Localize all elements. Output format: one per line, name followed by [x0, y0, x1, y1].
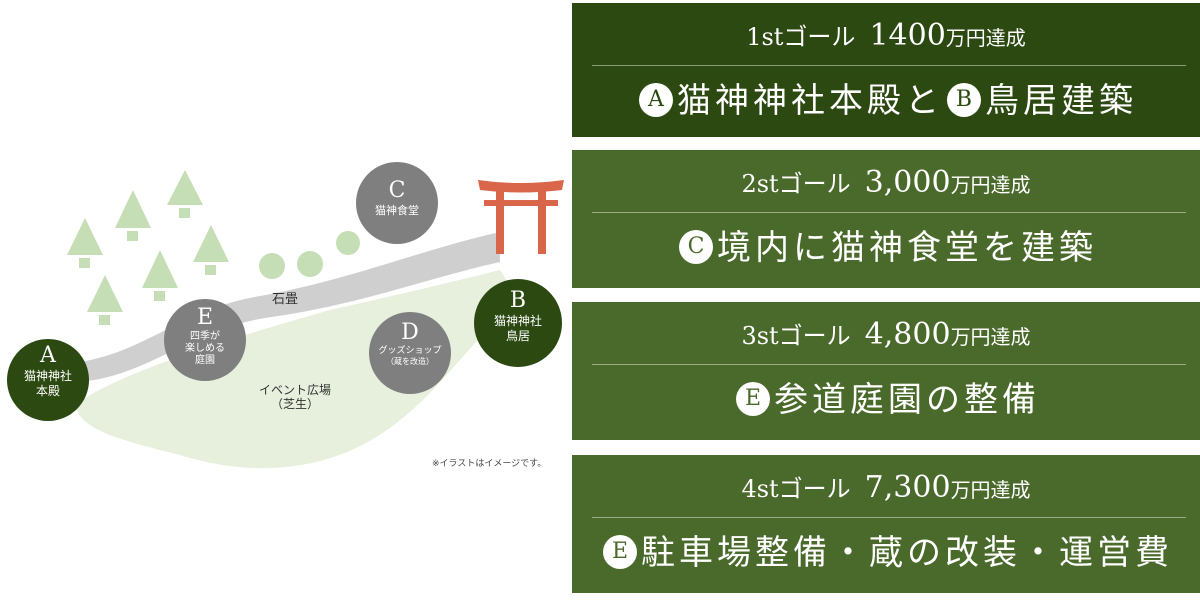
- goal-stage: 3stゴール: [741, 322, 851, 350]
- badge-icon: B: [947, 83, 981, 117]
- point-sub: （蔵を改造）: [386, 357, 434, 367]
- tree-icon: [193, 225, 229, 275]
- point-name: 猫神神社 本殿: [23, 369, 72, 398]
- goal-amount: 3,000: [864, 165, 951, 200]
- goal-amount: 7,300: [864, 470, 951, 505]
- tree-icon: [142, 250, 178, 301]
- goal-unit: 万円達成: [950, 325, 1031, 349]
- shrubs: [259, 231, 360, 279]
- point-name: グッズショップ: [378, 346, 442, 357]
- tree-icon: [87, 275, 123, 325]
- badge-icon: A: [639, 83, 673, 117]
- illustration-note: ※イラストはイメージです。: [432, 459, 547, 469]
- goal-unit: 万円達成: [950, 173, 1031, 197]
- goal-text: 境内に猫神食堂を建築: [717, 228, 1097, 268]
- goal-heading: 1stゴール 1400万円達成: [572, 3, 1200, 65]
- point-name: 猫神食堂: [375, 204, 419, 218]
- tree-icon: [67, 218, 103, 268]
- point-name: 四季が 楽しめる 庭園: [185, 331, 225, 367]
- torii-icon: [478, 180, 564, 254]
- goal-stage: 4stゴール: [741, 475, 851, 503]
- badge-icon: E: [603, 535, 637, 569]
- goal-stage: 2stゴール: [741, 170, 851, 198]
- divider: [592, 212, 1186, 213]
- tree-icon: [167, 170, 203, 218]
- goal-unit: 万円達成: [950, 478, 1031, 502]
- goal-heading: 2stゴール 3,000万円達成: [572, 150, 1200, 212]
- point-name: 猫神神社 鳥居: [493, 314, 542, 343]
- goal-amount: 4,800: [864, 317, 951, 352]
- tree-icon: [115, 190, 151, 241]
- goal-text: 猫神神社本殿と: [677, 81, 943, 121]
- lawn-label: イベント広場 （芝生）: [258, 383, 331, 412]
- goal-heading: 3stゴール 4,800万円達成: [572, 302, 1200, 364]
- goal-text: 参道庭園の整備: [774, 380, 1040, 420]
- goal-unit: 万円達成: [945, 26, 1026, 50]
- divider: [592, 364, 1186, 365]
- goal-stage: 1stゴール: [746, 23, 856, 51]
- path-label: 石畳: [271, 292, 298, 307]
- divider: [592, 65, 1186, 66]
- point-letter: E: [196, 305, 214, 330]
- goal-heading: 4stゴール 7,300万円達成: [572, 455, 1200, 517]
- goal-text: 駐車場整備・蔵の改装・運営費: [641, 533, 1173, 573]
- badge-icon: C: [679, 230, 713, 264]
- badge-icon: E: [736, 382, 770, 416]
- goal-amount: 1400: [869, 18, 946, 53]
- point-letter: D: [401, 320, 419, 345]
- point-letter: C: [388, 178, 406, 203]
- map-illustration: [7, 162, 564, 469]
- trees: [67, 170, 229, 325]
- goal-text: 鳥居建築: [985, 81, 1137, 121]
- divider: [592, 517, 1186, 518]
- point-letter: A: [40, 343, 56, 368]
- point-letter: B: [509, 288, 527, 313]
